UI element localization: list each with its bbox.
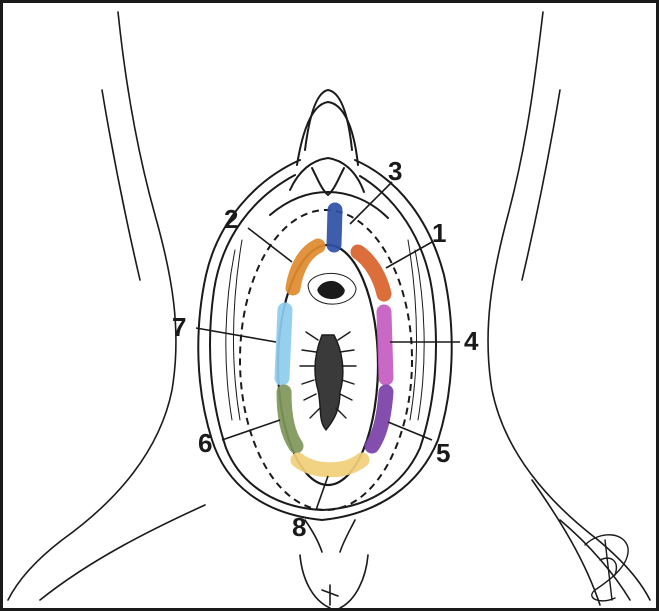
callout-number-3: 3 [388,156,402,186]
callout-number-7: 7 [172,312,186,342]
zone-8-band [298,460,362,470]
leader-line-6 [222,420,280,440]
callout-number-6: 6 [198,428,212,458]
zone-5-band [372,392,386,446]
perineum-detail [300,520,368,608]
vaginal-introitus [300,332,356,430]
zone-1-arc [358,252,384,294]
clitoral-hood [270,90,388,218]
callout-number-4: 4 [464,326,479,356]
callout-number-2: 2 [224,204,238,234]
leader-line-2 [248,228,292,262]
leader-line-7 [196,328,276,342]
zone-6-band [284,392,296,446]
zone-2-arc [293,246,318,288]
leader-line-8 [316,476,328,510]
callout-number-5: 5 [436,438,450,468]
body-contour-lines [8,12,650,605]
callout-number-1: 1 [432,218,446,248]
zone-4-band [384,312,386,378]
zone-3-stripe [334,210,335,245]
zone-7-band [282,310,285,378]
urethral-meatus [308,273,356,304]
leader-line-3 [350,182,392,224]
callout-number-8: 8 [292,512,306,542]
